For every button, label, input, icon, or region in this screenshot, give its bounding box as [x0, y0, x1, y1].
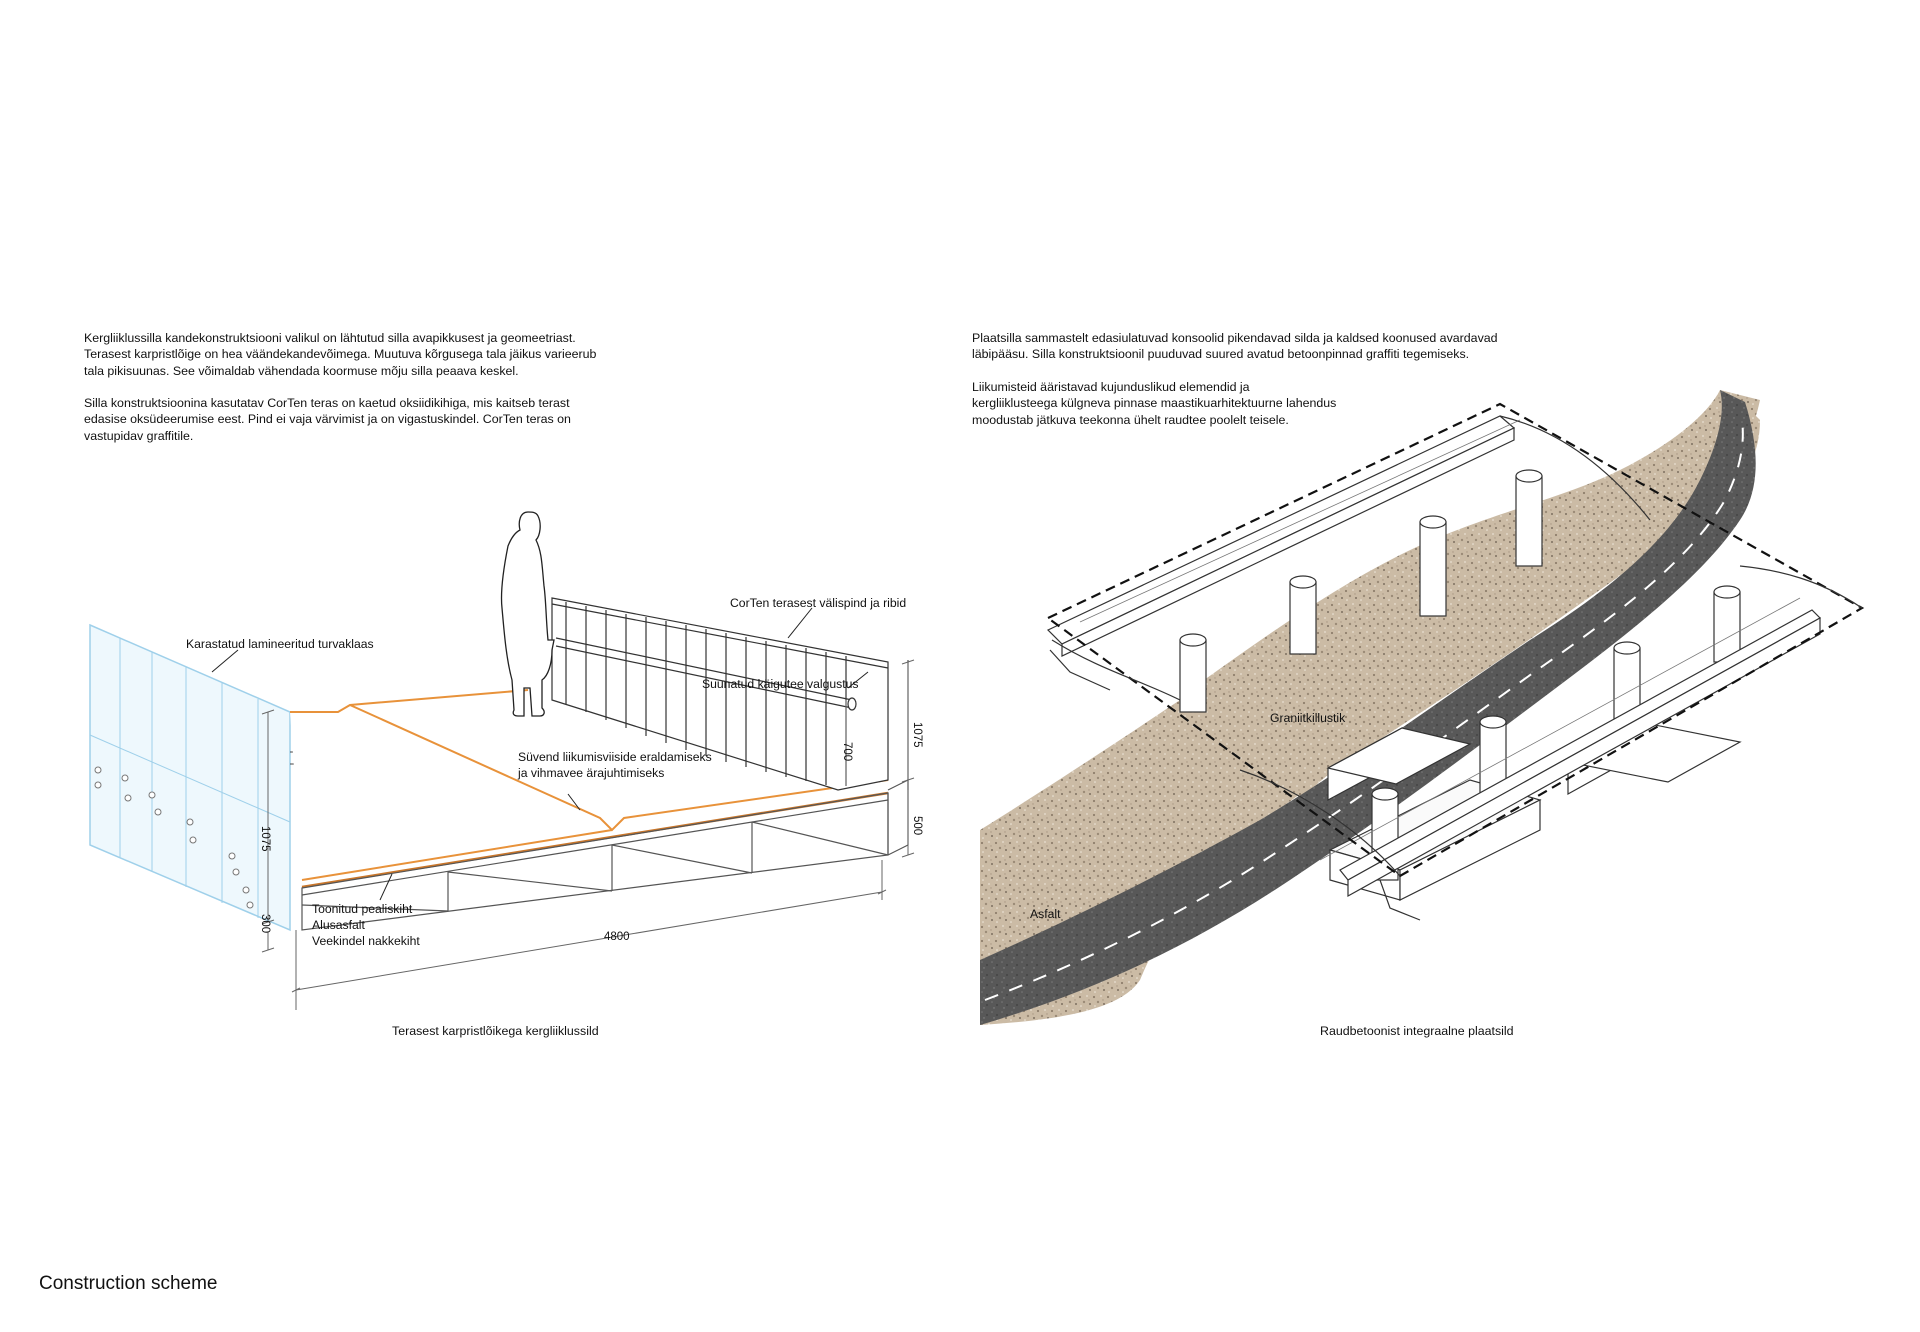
label-corten: CorTen terasest välispind ja ribid [730, 596, 906, 610]
asphalt-road [980, 390, 1756, 1025]
corten-railing [551, 597, 889, 791]
dim-side: 500 [911, 816, 923, 835]
steel-bridge-diagram: Karastatud lamineeritud turvaklaas CorTe… [89, 511, 923, 1010]
cantilever-cones [1049, 415, 1863, 921]
person-figure [500, 511, 555, 717]
label-lighting: Suunatud käigutee valgustus [702, 677, 859, 691]
label-layer-1: Toonitud pealiskiht [312, 902, 413, 916]
deck-surface [290, 689, 889, 889]
left-paragraph-2: Silla konstruktsioonina kasutatav CorTen… [84, 396, 571, 443]
page-title: Construction scheme [39, 1273, 218, 1294]
label-layer-3: Veekindel nakkekiht [312, 934, 420, 948]
left-caption: Terasest karpristlõikega kergliiklussild [392, 1024, 599, 1038]
left-paragraph-1: Kergliiklussilla kandekonstruktsiooni va… [84, 331, 597, 378]
label-glass: Karastatud lamineeritud turvaklaas [186, 637, 374, 651]
label-granite: Graniitkillustik [1270, 711, 1346, 725]
dim-width: 4800 [604, 931, 630, 943]
glass-panel [89, 623, 291, 932]
right-paragraph-1: Plaatsilla sammastelt edasiulatuvad kons… [972, 331, 1498, 362]
dim-glass-height: 1075 [259, 826, 271, 852]
dimension-lines [261, 659, 915, 1010]
dim-rail-height: 1075 [911, 722, 923, 748]
label-layer-2: Alusasfalt [312, 918, 365, 932]
slab-bridge-diagram: Graniitkillustik Asfalt [980, 390, 1865, 1025]
label-groove-2: ja vihmavee ärajuhtimiseks [517, 766, 664, 780]
dim-deck: 300 [259, 914, 271, 933]
label-groove-1: Süvend liikumisviiside eraldamiseks [518, 750, 712, 764]
gravel-bed [1190, 390, 1760, 800]
box-girder [301, 660, 909, 931]
right-paragraph-2: Liikumisteid ääristavad kujunduslikud el… [972, 380, 1337, 427]
columns [1179, 469, 1741, 881]
dim-inner-rail: 700 [841, 742, 853, 761]
label-asphalt: Asfalt [1030, 907, 1061, 921]
road-centerline [984, 419, 1744, 1001]
leader-lines [211, 607, 869, 901]
slab-beams [1046, 415, 1821, 898]
right-caption: Raudbetoonist integraalne plaatsild [1320, 1024, 1514, 1038]
